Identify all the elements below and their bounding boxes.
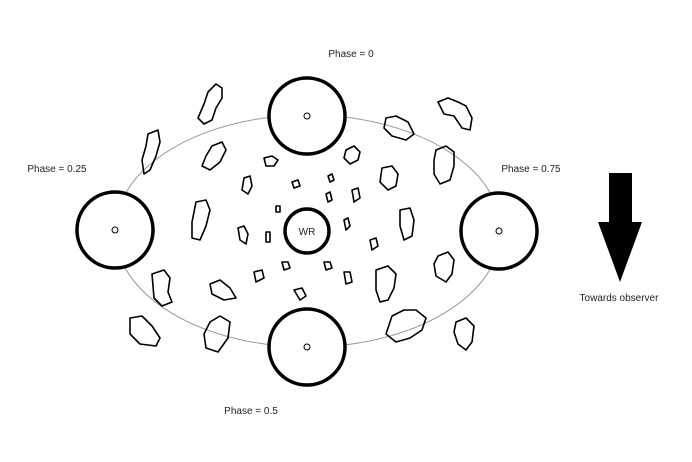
companion-phase-0.25 (75, 190, 155, 270)
clump (191, 199, 211, 241)
clump (433, 145, 455, 185)
clump (375, 265, 397, 303)
clump (293, 287, 307, 301)
clump (263, 155, 279, 167)
clump (327, 173, 335, 183)
phase-0.5-label: Phase = 0.5 (224, 406, 278, 417)
clump (209, 279, 237, 301)
clump (275, 205, 281, 213)
clump (141, 129, 161, 175)
clump (351, 187, 361, 203)
clump (201, 141, 227, 171)
clump (453, 317, 475, 351)
clump (241, 175, 253, 195)
clump (379, 165, 399, 191)
clump (343, 145, 361, 165)
clump (237, 225, 249, 245)
clump (253, 269, 265, 283)
center-dot (303, 112, 311, 120)
clump (129, 315, 161, 347)
clump (265, 231, 271, 243)
clump (151, 269, 173, 307)
clump (197, 83, 223, 125)
clump (433, 251, 455, 283)
clump (325, 191, 333, 203)
clump (323, 261, 333, 271)
observer-label: Towards observer (580, 293, 660, 304)
companion-phase-0.75 (459, 191, 539, 271)
clump (203, 315, 231, 353)
clump (369, 237, 379, 251)
clump (291, 179, 301, 189)
clump (383, 115, 415, 141)
wind-clumps (129, 83, 475, 353)
clump (385, 309, 427, 343)
clump (343, 271, 353, 285)
center-dot (111, 226, 119, 234)
down-arrow-icon (598, 173, 642, 282)
phase-0.25-label: Phase = 0.25 (27, 164, 87, 175)
clump (343, 217, 351, 231)
clump (281, 261, 291, 271)
phase-0-label: Phase = 0 (328, 49, 374, 60)
center-dot (495, 227, 503, 235)
companion-phase-0.5 (267, 307, 347, 387)
wr-star (283, 207, 331, 255)
wr-label: WR (299, 227, 316, 238)
companion-phase-0 (267, 76, 347, 156)
clump (399, 207, 415, 241)
center-dot (303, 343, 311, 351)
phase-0.75-label: Phase = 0.75 (501, 164, 561, 175)
clump (437, 97, 473, 131)
